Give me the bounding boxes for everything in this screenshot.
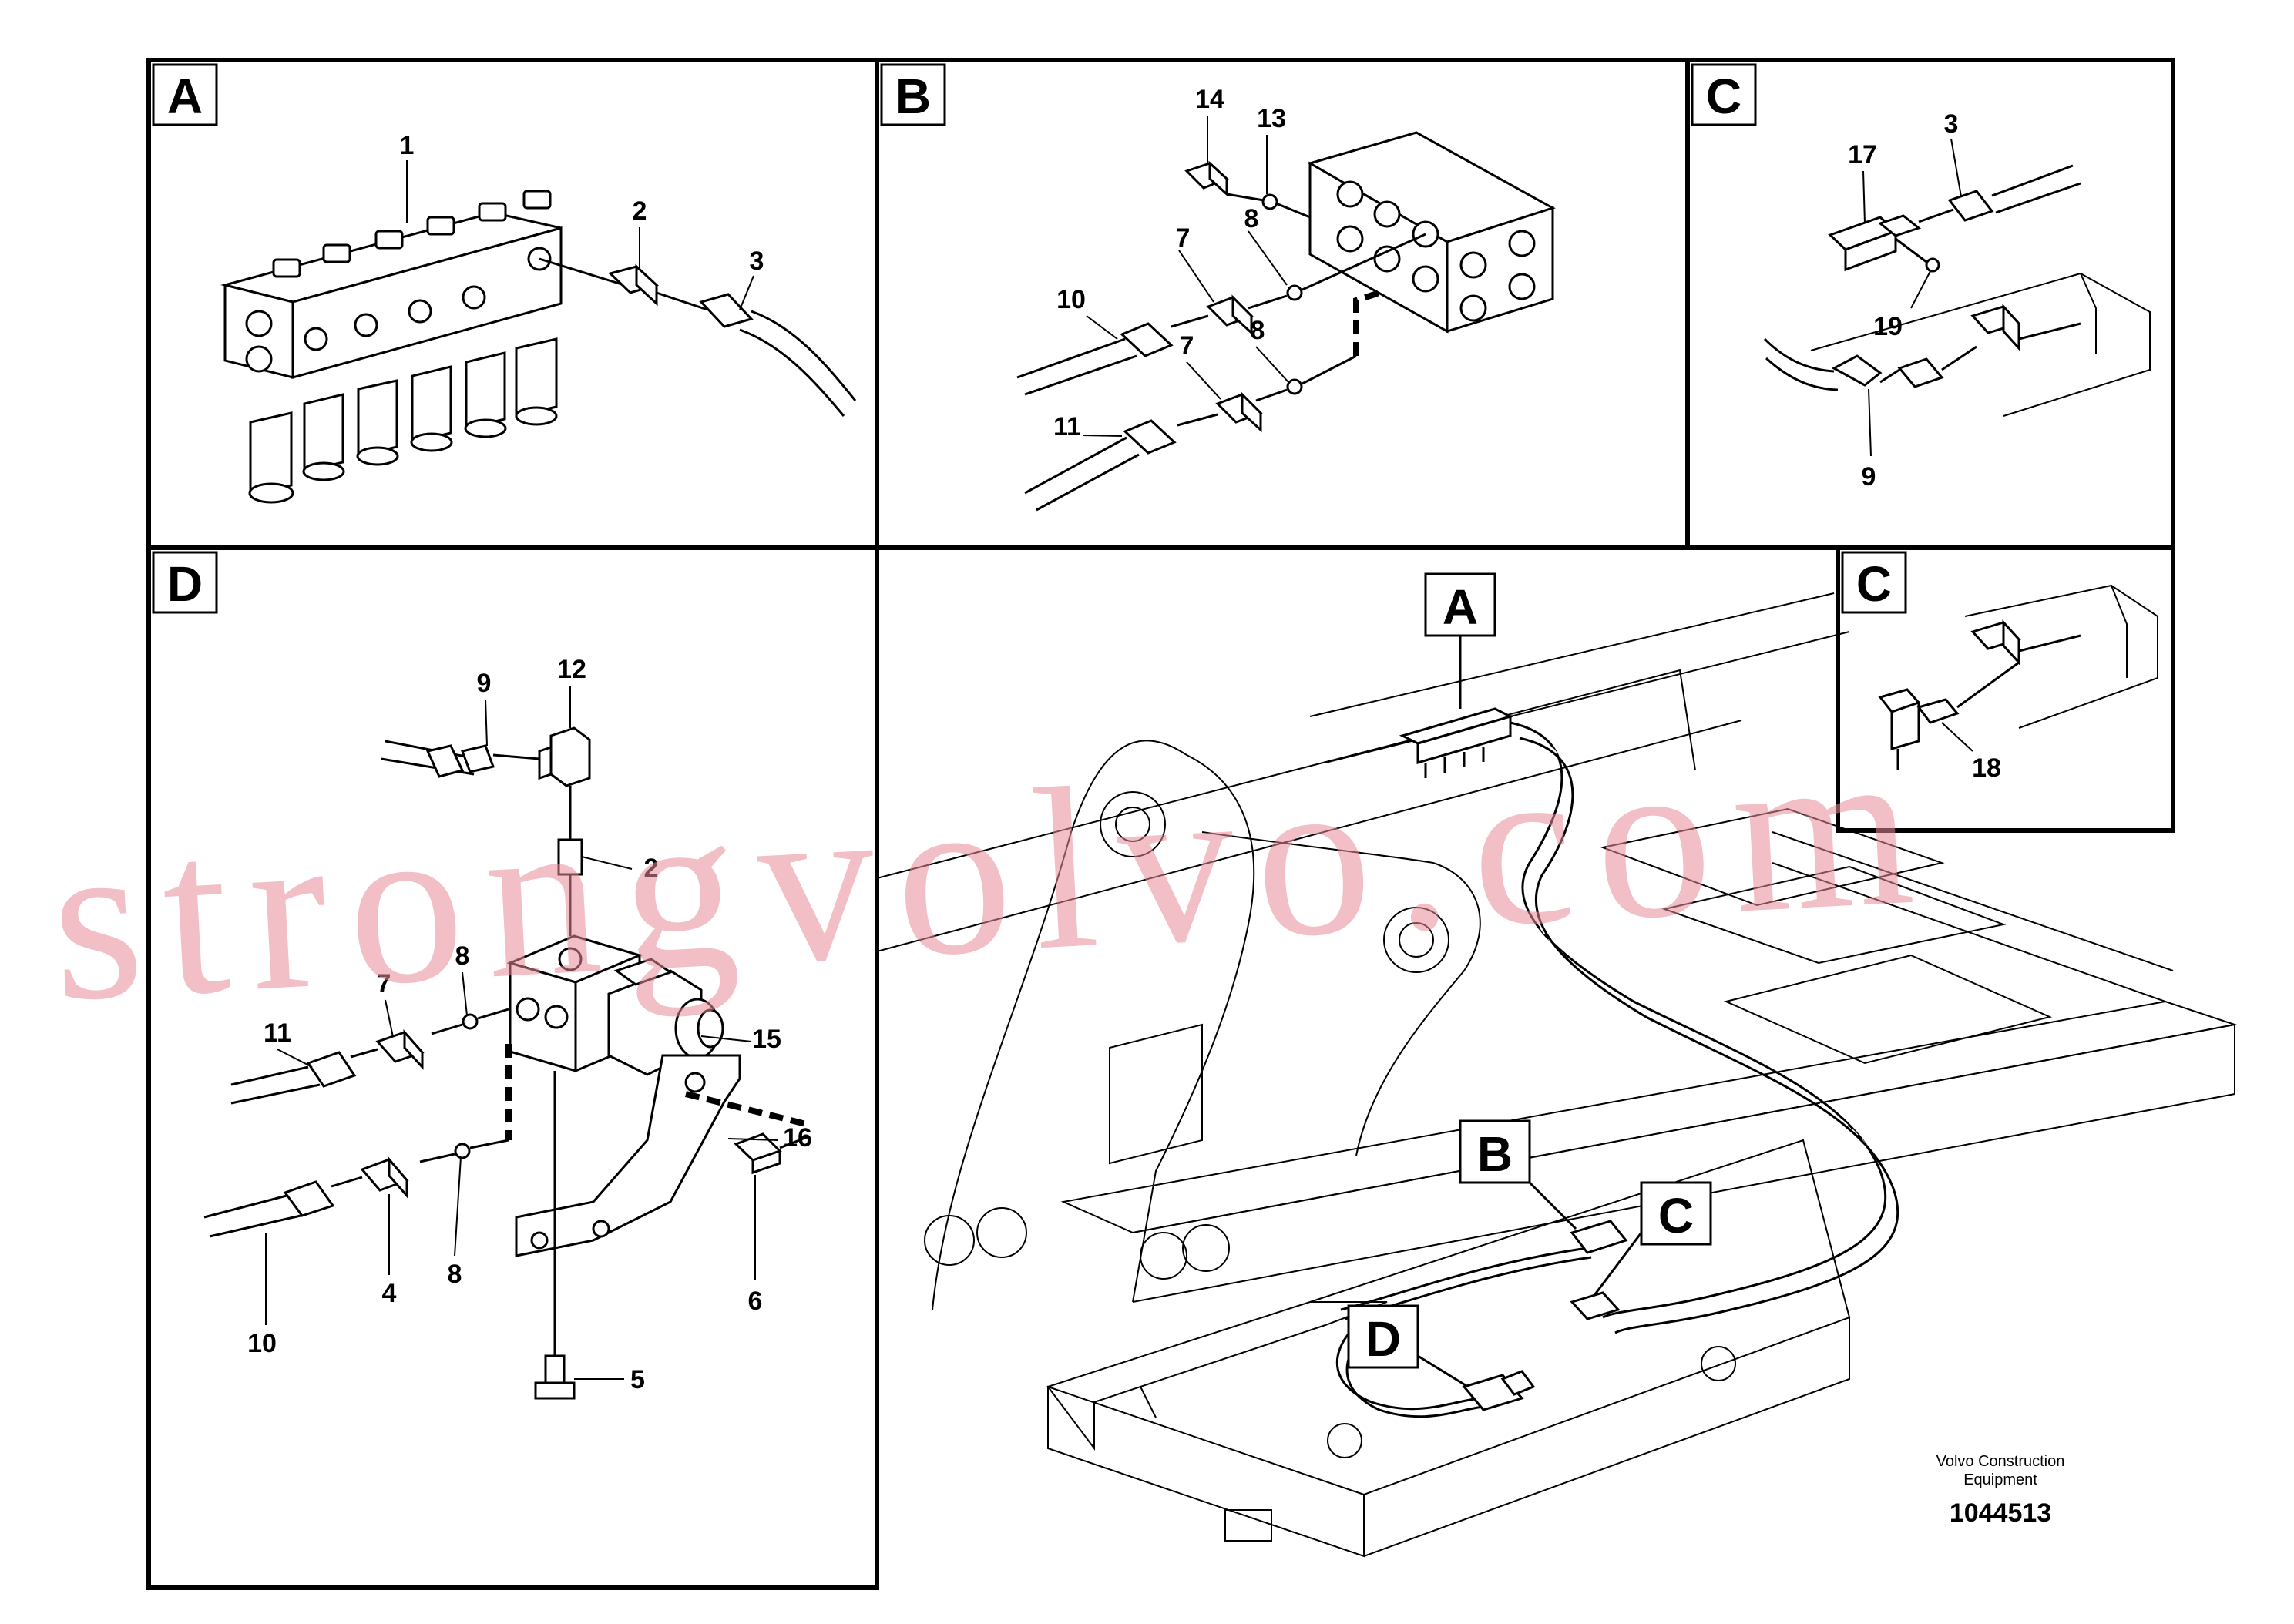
overview-tray-plate: [1224, 1509, 1272, 1542]
panel-c2-leader: [1941, 722, 1973, 752]
panel-a-tag: A: [167, 69, 203, 124]
panel-c2-callout: 18: [1972, 753, 2001, 783]
panel-a: A: [152, 63, 857, 504]
panel-d-tag-box: [152, 551, 218, 614]
footer-drawing-number: 1044513: [1950, 1498, 2051, 1528]
panel-d-hose-9: [381, 740, 540, 778]
overview-tag-a-label: A: [1443, 579, 1478, 635]
panel-a-callout: 1: [400, 131, 415, 160]
overview-tag-d-box: [1347, 1304, 1419, 1369]
panel-a-tag-box: [152, 63, 218, 126]
panel-d-line-10: [203, 1044, 512, 1238]
panel-c-hose-9: [1763, 337, 1977, 391]
panel-c2: C 18: [1841, 551, 2158, 783]
panel-a-manifold: [220, 190, 563, 504]
overview-tag-b-label: B: [1477, 1126, 1513, 1182]
panel-b-callout: 13: [1257, 104, 1286, 133]
panel-d-callout: 10: [247, 1329, 277, 1358]
panel-c2-frame: [1836, 545, 2175, 833]
overview-tag-c-box: [1640, 1181, 1712, 1246]
footer-company-line1: Volvo Construction: [1936, 1453, 2065, 1470]
panel-c: C: [1691, 63, 2151, 492]
overview-tag-b-box: [1459, 1119, 1531, 1184]
panel-d-callout: 9: [477, 669, 492, 698]
footer-company-line2: Equipment: [1963, 1471, 2037, 1488]
panel-b-upper-line: [1016, 233, 1426, 396]
panel-b-callout: 8: [1244, 204, 1259, 233]
panel-d-callout: 15: [752, 1025, 781, 1054]
panel-frames: [146, 58, 2175, 1590]
panel-b-plug-14: [1184, 160, 1311, 219]
panel-c-leaders: [1862, 138, 1962, 457]
overview-manifold: [1399, 707, 1514, 778]
panel-b-callout: 11: [1053, 412, 1081, 441]
panel-d-callout: 5: [630, 1365, 645, 1394]
overview: A B C D: [876, 572, 2238, 1558]
panel-d-callout: 12: [557, 655, 586, 684]
panel-c2-tag: C: [1856, 556, 1892, 612]
panel-d-tag: D: [167, 556, 203, 612]
panel-d-frame: [146, 545, 879, 1590]
panel-d-leaders: [265, 686, 779, 1380]
panel-a-fitting-2: [539, 257, 659, 307]
panel-b-lower-line: [1024, 290, 1381, 512]
panel-a-callout: 2: [633, 196, 647, 226]
panel-a-hose-3: [656, 291, 857, 417]
panel-c2-tag-box: [1841, 551, 1907, 614]
panel-a-callout: 3: [750, 247, 764, 276]
panel-c-callout: 3: [1944, 109, 1959, 139]
overview-tag-c-label: C: [1658, 1188, 1694, 1243]
panel-b-tag: B: [895, 69, 931, 124]
panel-b-callout: 7: [1176, 223, 1191, 253]
watermark: strongvolvo.com: [45, 695, 1940, 1049]
panel-d-callout: 2: [644, 854, 659, 883]
panel-d-callout: 8: [455, 941, 470, 971]
overview-tag-d: D: [1347, 1304, 1469, 1388]
panel-a-leaders: [406, 160, 754, 310]
footer: Volvo Construction Equipment 1044513: [1936, 1453, 2065, 1528]
panel-c-frame: [1685, 58, 2175, 550]
panel-d-callout: 8: [448, 1260, 462, 1289]
panel-d-bolt-5: [534, 1233, 576, 1400]
panel-d-elbow-12: [538, 726, 591, 936]
overview-frame-structure: [876, 592, 2238, 1558]
panel-c-hose-3: [1918, 164, 2081, 223]
panel-c-callout: 9: [1862, 462, 1876, 492]
panel-c-tag: C: [1706, 69, 1741, 124]
panel-b-block: [1307, 131, 1556, 334]
panel-b-leaders: [1082, 116, 1289, 437]
panel-c-callout: 17: [1848, 140, 1877, 169]
overview-tag-c: C: [1594, 1181, 1712, 1295]
panel-c-callout: 19: [1873, 312, 1903, 341]
overview-tag-a: A: [1424, 572, 1496, 709]
overview-tag-d-label: D: [1365, 1311, 1401, 1367]
panel-c-tag-box: [1691, 63, 1757, 126]
panel-b: B: [880, 63, 1556, 512]
panel-b-callout: 8: [1251, 316, 1265, 345]
panel-d-callout: 4: [382, 1279, 397, 1308]
panel-d-valve-block: [506, 934, 724, 1076]
overview-tag-b: B: [1459, 1119, 1577, 1230]
panel-b-callout: 14: [1195, 85, 1224, 114]
panel-c2-frame-part: [1964, 584, 2158, 729]
panel-c2-tee-18: [1878, 661, 2020, 770]
panel-d-callout: 6: [748, 1287, 763, 1316]
panel-b-callout: 10: [1056, 285, 1086, 314]
panel-c-tee-17: [1828, 214, 1940, 273]
panel-b-tag-box: [880, 63, 946, 126]
panel-d-callout: 16: [783, 1123, 812, 1153]
panel-b-callout: 7: [1180, 331, 1194, 361]
panel-d-line-11: [230, 1008, 509, 1105]
panel-d-bracket-16: [515, 1054, 810, 1257]
overview-tag-a-box: [1424, 572, 1496, 637]
panel-d-callout: 7: [377, 969, 391, 998]
panel-c-frame-part: [1810, 272, 2151, 417]
panel-d: D: [152, 551, 812, 1400]
panel-d-callout: 11: [264, 1018, 291, 1048]
